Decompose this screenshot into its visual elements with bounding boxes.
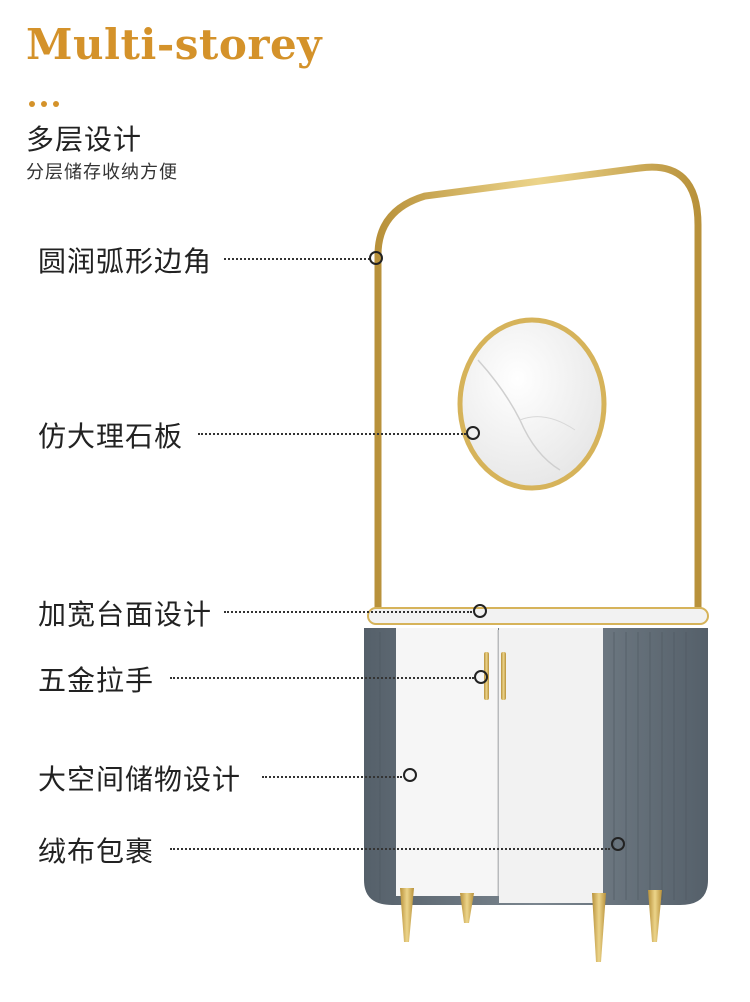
section-subheading: 分层储存收纳方便: [26, 162, 178, 183]
legs: [400, 888, 662, 962]
callout-marker: [403, 768, 417, 782]
frame-outline: [374, 163, 702, 615]
callout-label-marble-board: 仿大理石板: [38, 420, 184, 453]
callout-leader-line: [170, 677, 474, 679]
marble-disc: [457, 317, 607, 491]
callout-marker: [611, 837, 625, 851]
callout-label-hardware-handle: 五金拉手: [38, 664, 155, 697]
callout-marker: [473, 604, 487, 618]
callout-marker: [369, 251, 383, 265]
callout-leader-line: [262, 776, 402, 778]
callout-label-rounded-corner: 圆润弧形边角: [38, 245, 213, 278]
callout-marker: [466, 426, 480, 440]
callout-label-velvet-wrap: 绒布包裹: [38, 835, 155, 868]
callout-leader-line: [224, 611, 472, 613]
callout-label-wide-countertop: 加宽台面设计: [38, 598, 213, 631]
left-door: [396, 628, 498, 896]
callout-label-large-storage: 大空间储物设计: [38, 763, 242, 796]
callout-leader-line: [224, 258, 370, 260]
right-handle: [501, 652, 506, 700]
decorative-dots: [29, 92, 65, 111]
section-heading: 多层设计: [26, 123, 143, 156]
right-door: [499, 628, 603, 903]
page-title: Multi-storey: [26, 20, 323, 69]
callout-marker: [474, 670, 488, 684]
callout-leader-line: [170, 848, 610, 850]
callout-leader-line: [198, 433, 466, 435]
